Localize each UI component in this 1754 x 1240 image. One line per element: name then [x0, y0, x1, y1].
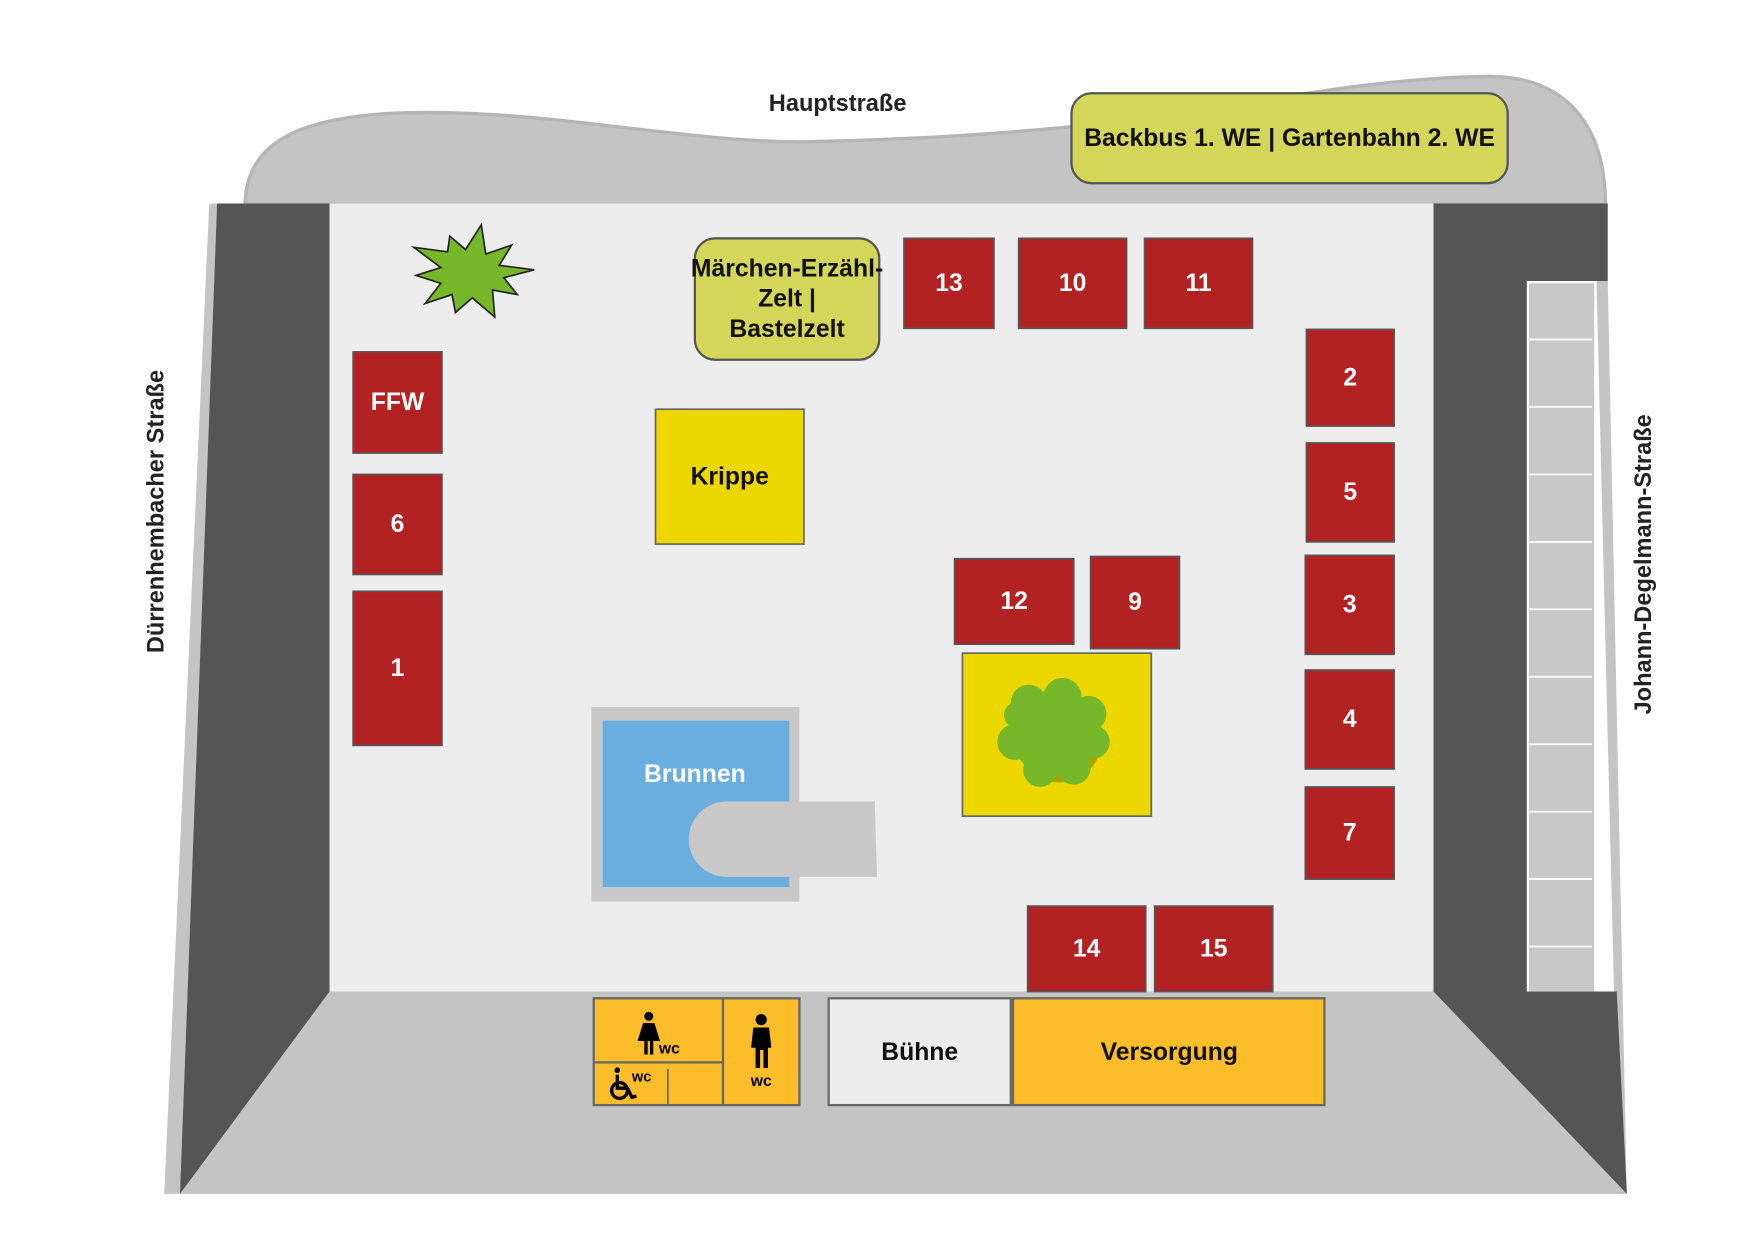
- booth-rect: [352, 590, 443, 747]
- wheelchair-icon: [610, 1074, 637, 1101]
- bush-icon: [410, 222, 535, 319]
- booth-12[interactable]: 12: [953, 557, 1075, 646]
- booth-label: 9: [1128, 589, 1142, 616]
- right-edge: [1596, 281, 1627, 1194]
- booth-ffw[interactable]: FFW: [352, 351, 443, 454]
- krippe-label: Krippe: [691, 463, 769, 490]
- street-label-left: Dürrenhembacher Straße: [144, 370, 170, 653]
- female-icon: [637, 1011, 661, 1055]
- wc-female-label: wc: [658, 1040, 680, 1057]
- left-wall: [179, 203, 330, 1194]
- left-edge: [164, 203, 218, 1194]
- booth-15[interactable]: 15: [1153, 905, 1274, 993]
- booth-rect: [1305, 328, 1395, 427]
- booth-label: FFW: [371, 389, 425, 416]
- maerchen-label-3: Bastelzelt: [729, 316, 844, 343]
- booth-rect: [1304, 786, 1395, 880]
- catering-label: Versorgung: [1101, 1039, 1238, 1066]
- booth-label: 13: [935, 270, 963, 297]
- booth-9[interactable]: 9: [1089, 555, 1181, 650]
- plaza: [329, 203, 1434, 992]
- maerchen-label-2: Zelt |: [758, 286, 816, 313]
- parking-lines: [1529, 338, 1592, 948]
- maerchen-label-1: Märchen-Erzähl-: [691, 255, 883, 282]
- booth-rect: [1305, 442, 1395, 543]
- booth-14[interactable]: 14: [1026, 905, 1147, 993]
- booth-rect: [352, 351, 443, 454]
- booth-label: 10: [1059, 270, 1087, 297]
- krippe-area[interactable]: [654, 408, 805, 545]
- booth-label: 14: [1073, 935, 1101, 962]
- wc-male-label: wc: [750, 1073, 772, 1090]
- booth-3[interactable]: 3: [1304, 554, 1395, 656]
- street-label-top: Hauptstraße: [769, 91, 907, 117]
- booth-label: 2: [1343, 364, 1357, 391]
- booth-6[interactable]: 6: [352, 473, 443, 576]
- backbus-area[interactable]: [1070, 92, 1509, 185]
- booth-11[interactable]: 11: [1143, 237, 1254, 330]
- booth-7[interactable]: 7: [1304, 786, 1395, 880]
- stage[interactable]: [827, 997, 1012, 1107]
- booth-label: 3: [1343, 591, 1357, 618]
- street-label-right: Johann-Degelmann-Straße: [1631, 414, 1657, 714]
- stage-label: Bühne: [881, 1039, 958, 1066]
- booth-rect: [1143, 237, 1254, 330]
- fountain-walkway: [688, 801, 877, 877]
- tree-icon: [997, 677, 1110, 787]
- booth-2[interactable]: 2: [1305, 328, 1395, 427]
- booth-rect: [1017, 237, 1128, 330]
- parking-lane: [1529, 283, 1595, 992]
- booth-1[interactable]: 1: [352, 590, 443, 747]
- booth-label: 4: [1343, 706, 1357, 733]
- maerchen-tent[interactable]: [693, 237, 881, 361]
- booth-rect: [1304, 669, 1395, 770]
- right-wall: [1433, 203, 1627, 1194]
- booth-rect: [953, 557, 1075, 646]
- booth-4[interactable]: 4: [1304, 669, 1395, 770]
- booth-rect: [1089, 555, 1181, 650]
- booth-label: 11: [1185, 270, 1211, 297]
- booth-rect: [352, 473, 443, 576]
- booth-rect: [1153, 905, 1274, 993]
- booth-rect: [1304, 554, 1395, 656]
- booth-label: 7: [1343, 820, 1357, 847]
- booth-5[interactable]: 5: [1305, 442, 1395, 543]
- male-icon: [751, 1014, 772, 1068]
- catering[interactable]: [1011, 997, 1326, 1107]
- booth-rect: [903, 237, 995, 330]
- booth-label: 1: [391, 655, 405, 682]
- booth-label: 5: [1343, 479, 1357, 506]
- booth-13[interactable]: 13: [903, 237, 995, 330]
- booth-label: 15: [1200, 935, 1228, 962]
- booth-label: 6: [391, 511, 405, 538]
- booth-label: 12: [1000, 588, 1027, 615]
- booth-10[interactable]: 10: [1017, 237, 1128, 330]
- booth-rect: [1026, 905, 1147, 993]
- wc-block[interactable]: wc wc wc: [592, 997, 801, 1107]
- wc-accessible-label: wc: [631, 1069, 652, 1085]
- fountain-label: Brunnen: [644, 761, 746, 788]
- backbus-label: Backbus 1. WE | Gartenbahn 2. WE: [1084, 125, 1495, 152]
